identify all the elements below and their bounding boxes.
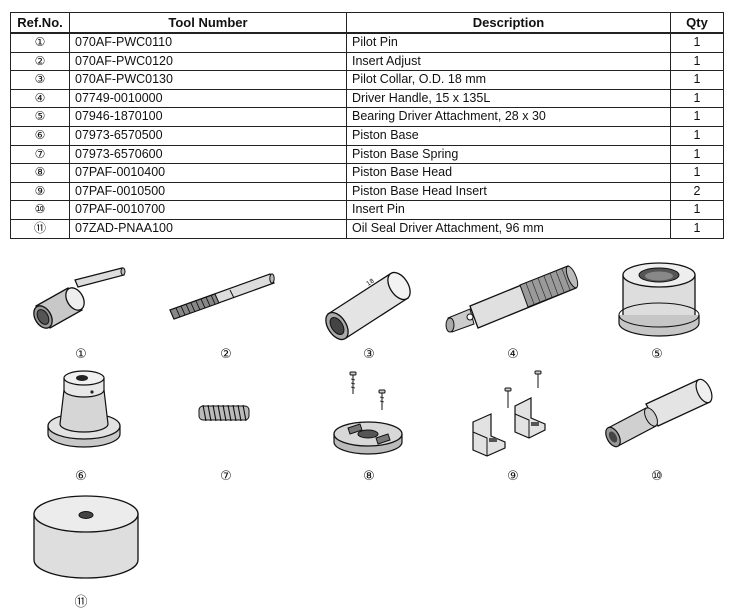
cell-tool: 07ZAD-PNAA100 [69,218,347,239]
cell-ref: ⑧ [10,163,70,183]
cell-tool: 070AF-PWC0130 [69,70,347,90]
cell-qty: 2 [670,181,724,202]
label-11: ⑪ [74,595,88,610]
cell-desc: Piston Base Spring [346,144,671,165]
cell-ref: ② [10,51,70,72]
label-4: ④ [507,347,519,362]
oil-seal-driver-attachment-icon [30,490,142,590]
cell-ref: ① [10,32,70,53]
cell-ref: ③ [10,70,70,90]
cell-desc: Pilot Collar, O.D. 18 mm [346,70,671,90]
insert-adjust-icon [160,258,280,338]
header-ref: Ref.No. [10,12,70,34]
cell-ref: ⑥ [10,125,70,146]
cell-tool: 07946-1870100 [69,107,347,127]
cell-qty: 1 [670,70,724,90]
cell-desc: Piston Base Head [346,163,671,183]
cell-ref: ⑦ [10,144,70,165]
cell-qty: 1 [670,125,724,146]
cell-tool: 07973-6570600 [69,144,347,165]
piston-base-spring-icon [195,398,255,433]
cell-ref: ④ [10,88,70,109]
header-tool: Tool Number [69,12,347,34]
insert-pin-icon [600,372,715,462]
cell-desc: Bearing Driver Attachment, 28 x 30 [346,107,671,127]
cell-qty: 1 [670,200,724,220]
pilot-collar-icon: 18 [318,252,418,347]
cell-tool: 070AF-PWC0110 [69,32,347,53]
cell-qty: 1 [670,144,724,165]
cell-ref: ⑩ [10,200,70,220]
pilot-pin-icon [30,258,130,338]
piston-base-head-insert-icon [465,366,560,466]
header-qty: Qty [670,12,724,34]
cell-desc: Driver Handle, 15 x 135L [346,88,671,109]
cell-desc: Oil Seal Driver Attachment, 96 mm [346,218,671,239]
label-10: ⑩ [651,469,663,484]
label-2: ② [220,347,232,362]
svg-text:18: 18 [365,278,375,288]
cell-desc: Insert Pin [346,200,671,220]
table-header-row: Ref.No. Tool Number Description Qty [10,12,724,34]
label-5: ⑤ [651,347,663,362]
cell-desc: Pilot Pin [346,32,671,53]
cell-qty: 1 [670,218,724,239]
cell-ref: ⑨ [10,181,70,202]
header-desc: Description [346,12,671,34]
label-6: ⑥ [75,469,87,484]
label-1: ① [75,347,87,362]
label-9: ⑨ [507,469,519,484]
cell-qty: 1 [670,88,724,109]
cell-desc: Piston Base Head Insert [346,181,671,202]
cell-desc: Piston Base [346,125,671,146]
cell-ref: ⑤ [10,107,70,127]
label-3: ③ [363,347,375,362]
piston-base-icon [42,368,127,461]
driver-handle-icon [440,252,580,352]
cell-qty: 1 [670,163,724,183]
cell-tool: 07749-0010000 [69,88,347,109]
piston-base-head-icon [328,368,408,465]
cell-desc: Insert Adjust [346,51,671,72]
cell-qty: 1 [670,107,724,127]
label-7: ⑦ [220,469,232,484]
cell-tool: 070AF-PWC0120 [69,51,347,72]
cell-ref: ⑪ [10,218,70,239]
cell-tool: 07973-6570500 [69,125,347,146]
bearing-driver-attachment-icon [615,255,705,345]
cell-tool: 07PAF-0010500 [69,181,347,202]
cell-tool: 07PAF-0010400 [69,163,347,183]
cell-tool: 07PAF-0010700 [69,200,347,220]
cell-qty: 1 [670,32,724,53]
label-8: ⑧ [363,469,375,484]
cell-qty: 1 [670,51,724,72]
